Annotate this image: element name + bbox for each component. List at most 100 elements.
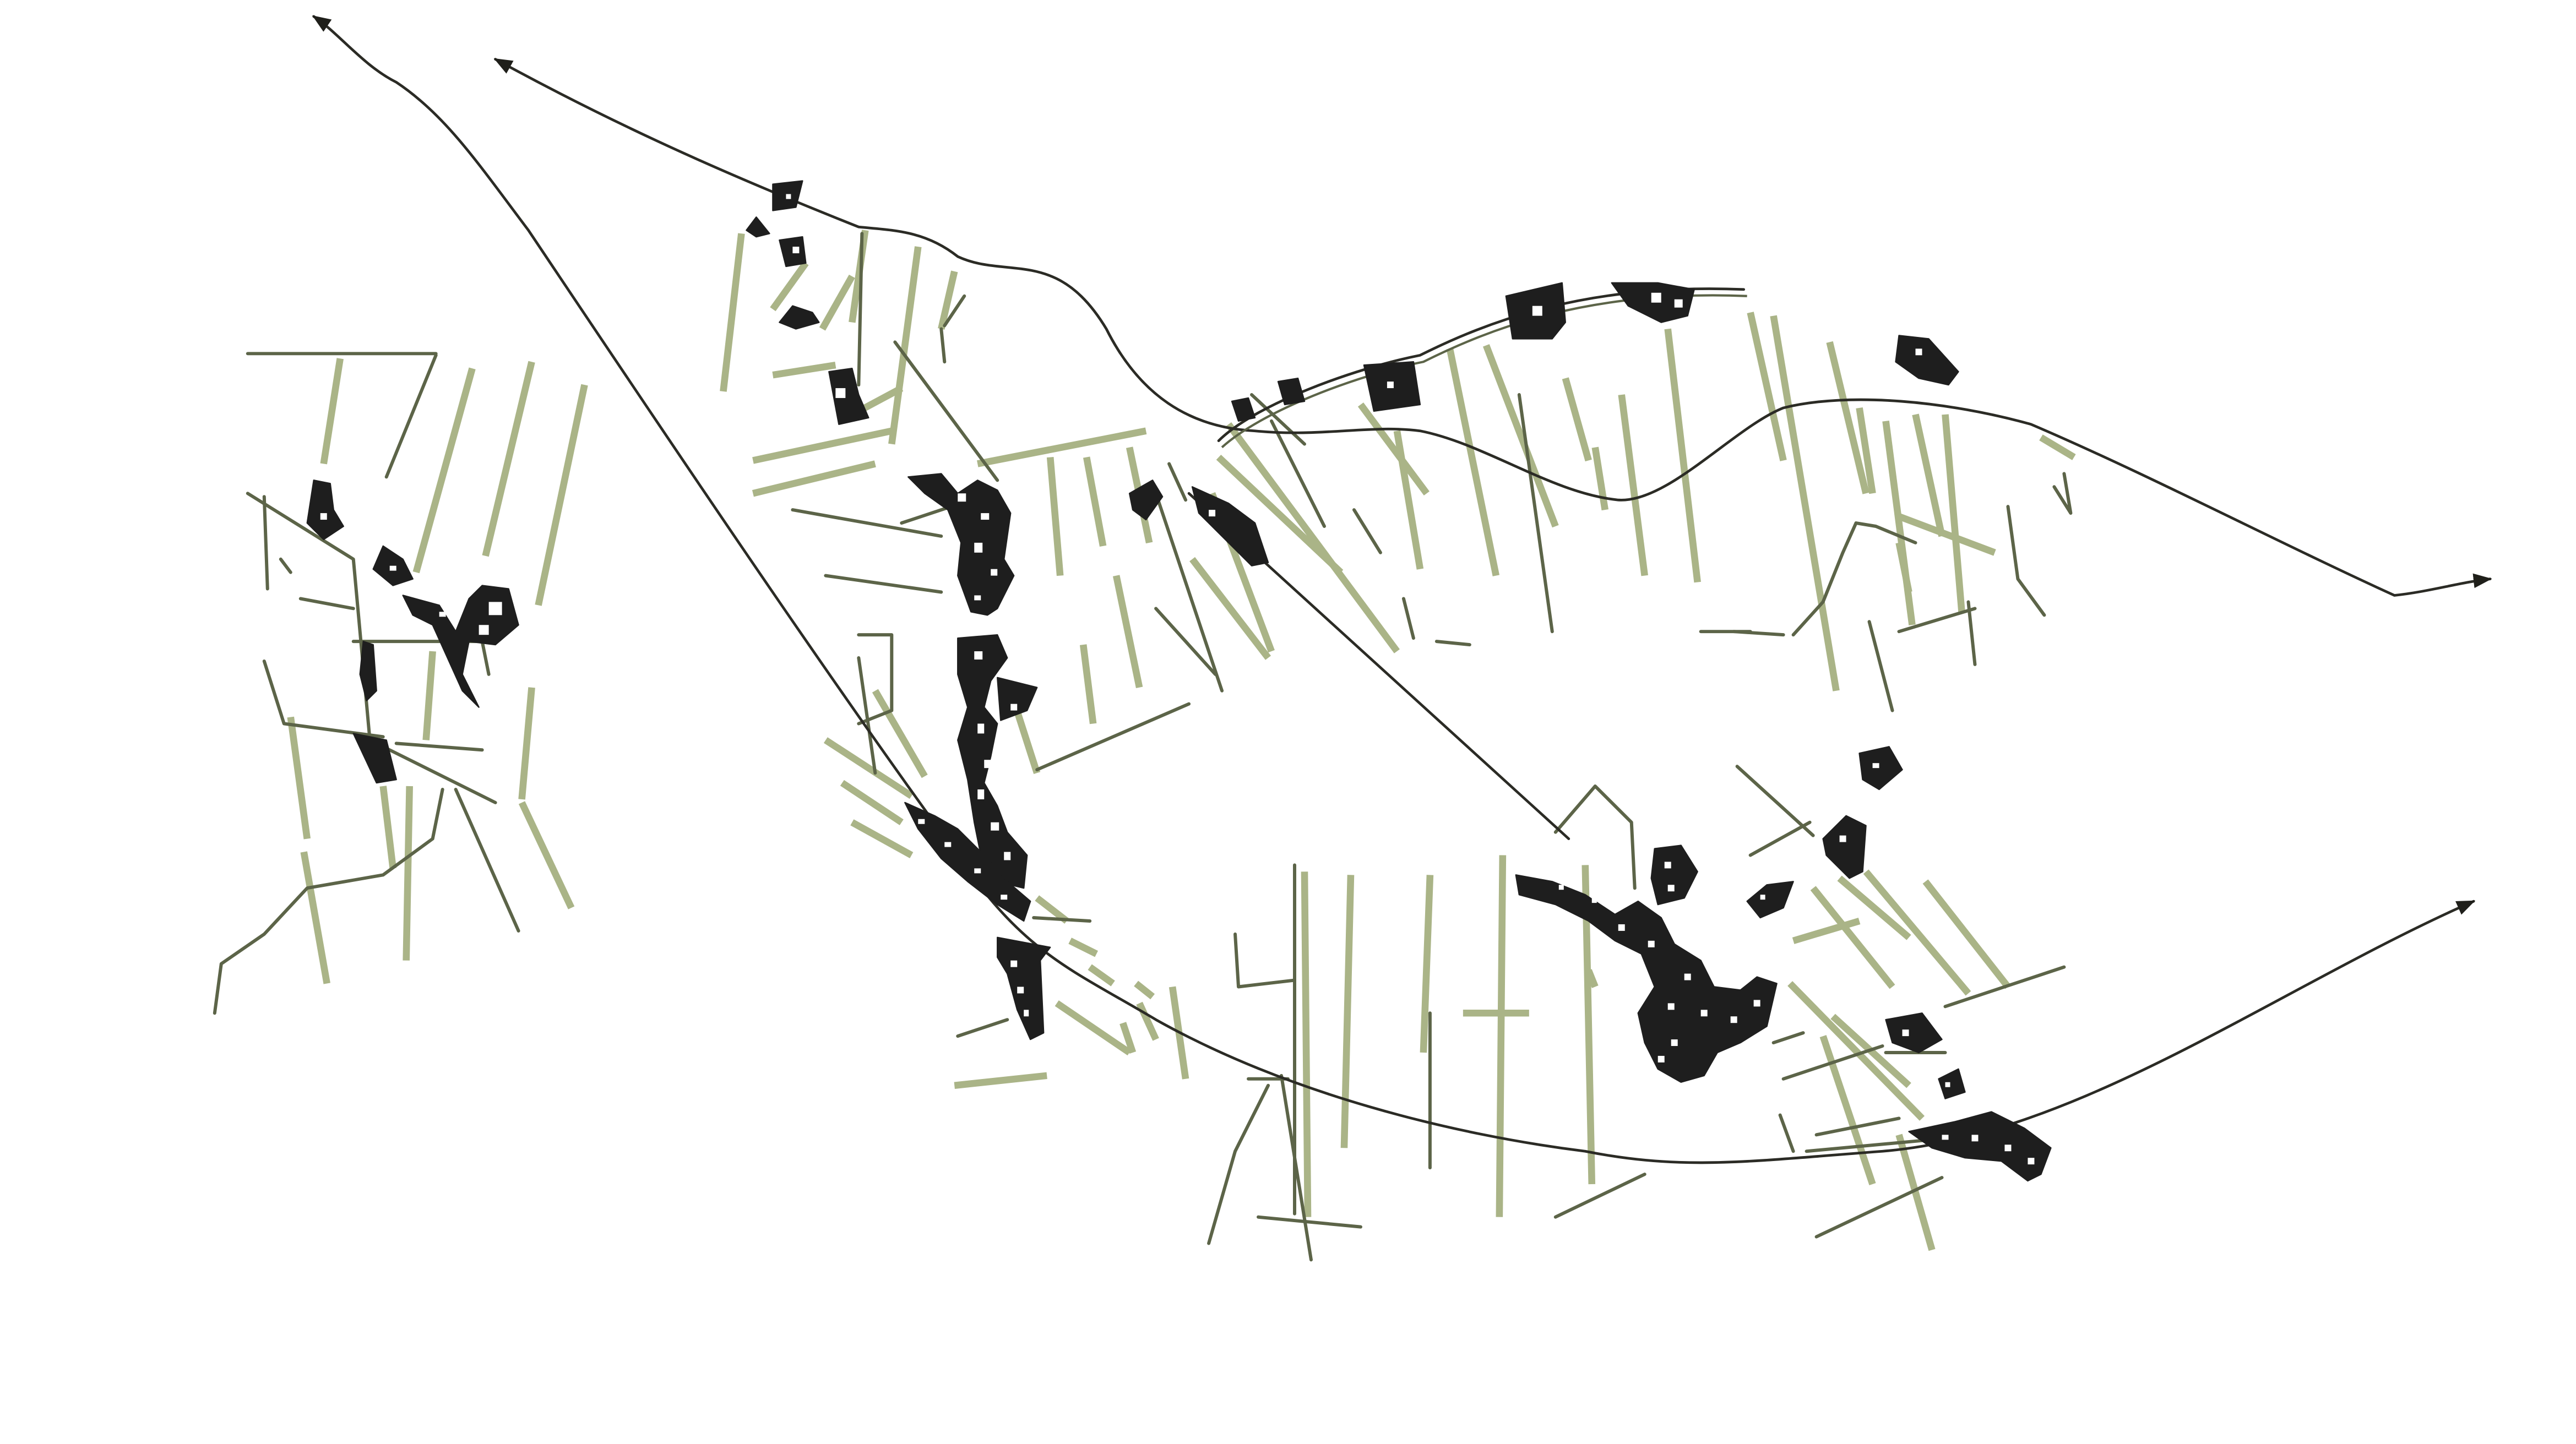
field-strip: [1912, 413, 1945, 537]
courtyard: [389, 565, 396, 571]
courtyard: [320, 513, 327, 520]
minor-road: [1814, 1176, 1944, 1239]
field-strip: [1079, 644, 1097, 724]
courtyard: [958, 493, 966, 502]
building-block: [828, 367, 869, 425]
field-strip: [535, 384, 588, 606]
field-strip: [1136, 1001, 1159, 1041]
courtyard: [2004, 1145, 2012, 1152]
field-strip: [1088, 964, 1115, 987]
courtyard: [944, 842, 952, 847]
field-strip: [1787, 981, 1925, 1121]
field-strip: [819, 274, 855, 331]
courtyard: [1753, 1000, 1760, 1007]
courtyard: [1001, 895, 1008, 900]
courtyard: [1387, 382, 1394, 389]
main-road: [493, 58, 2492, 597]
field-strip: [1942, 414, 1965, 612]
field-strip: [1898, 513, 1996, 556]
field-strip: [1664, 328, 1701, 583]
courtyard: [792, 247, 800, 254]
minor-road: [824, 574, 943, 594]
courtyard: [1657, 1055, 1665, 1062]
building-block: [779, 305, 820, 330]
courtyard: [1651, 292, 1661, 303]
field-strip: [1591, 446, 1608, 511]
minor-road: [857, 656, 877, 775]
field-strip: [1792, 917, 1861, 944]
courtyard: [1648, 940, 1655, 947]
courtyard: [479, 625, 489, 635]
courtyard: [1942, 1135, 1949, 1140]
minor-road: [1280, 1074, 1313, 1262]
building-block: [352, 733, 397, 784]
field-strip: [1562, 377, 1592, 462]
field-strip: [1496, 855, 1507, 1217]
building-block: [1822, 815, 1867, 879]
building-block: [1231, 397, 1256, 422]
built-areas-layer: [306, 180, 2052, 1182]
minor-road: [1032, 916, 1092, 923]
courtyard: [1730, 1016, 1737, 1023]
field-strip: [1922, 879, 2011, 989]
field-strip: [872, 689, 928, 778]
minor-road: [262, 495, 269, 591]
field-strip: [770, 261, 809, 312]
field-strip: [482, 361, 535, 557]
building-block: [1277, 377, 1306, 406]
field-strip: [287, 716, 311, 840]
minor-road: [1352, 508, 1382, 554]
building-block: [359, 640, 377, 701]
courtyard: [1945, 1082, 1950, 1087]
minor-road: [1943, 965, 2066, 1009]
field-strip: [1618, 394, 1648, 576]
field-strip: [1134, 980, 1155, 1000]
field-strip: [1895, 1134, 1936, 1251]
minor-road: [1778, 1113, 1795, 1153]
building-block: [402, 585, 519, 708]
field-strip: [412, 367, 476, 574]
building-block: [1515, 874, 1778, 1083]
minor-road: [2006, 505, 2046, 617]
field-strip: [1046, 456, 1064, 576]
courtyard: [1667, 885, 1675, 892]
field-strip: [1119, 1022, 1137, 1054]
building-block: [1938, 1068, 1966, 1099]
field-strip: [840, 780, 904, 825]
field-strips-layer: [287, 230, 2076, 1251]
courtyard: [1671, 1039, 1678, 1047]
courtyard: [1010, 960, 1018, 967]
field-strip: [720, 233, 745, 392]
minor-road: [1233, 932, 1296, 989]
building-block: [1908, 1111, 2052, 1182]
field-strip: [977, 427, 1147, 467]
minor-road: [1257, 1215, 1362, 1229]
courtyard: [1532, 306, 1542, 316]
field-strip: [403, 786, 413, 961]
field-strip: [518, 687, 535, 800]
minor-road: [1771, 1031, 1805, 1045]
building-block: [1191, 486, 1269, 566]
minor-road: [1814, 1116, 1901, 1137]
courtyard: [991, 569, 998, 576]
minor-road: [939, 327, 947, 364]
building-block: [1895, 335, 1959, 386]
building-block: [746, 216, 770, 238]
minor-road: [394, 742, 484, 752]
courtyard: [1915, 348, 1922, 356]
courtyard: [1010, 704, 1018, 711]
minor-road: [279, 557, 292, 574]
courtyard: [1017, 987, 1024, 994]
field-strip: [1895, 542, 1912, 593]
courtyard: [1664, 862, 1671, 869]
building-block: [1746, 881, 1794, 919]
courtyard: [1004, 852, 1011, 860]
courtyard: [1902, 1029, 1909, 1037]
minor-road: [1167, 462, 1188, 502]
minor-road: [1748, 820, 1812, 857]
minor-road: [1401, 597, 1415, 640]
courtyard: [1667, 1003, 1675, 1010]
building-block: [1858, 746, 1903, 791]
courtyard: [974, 868, 981, 874]
field-strip: [300, 851, 330, 984]
